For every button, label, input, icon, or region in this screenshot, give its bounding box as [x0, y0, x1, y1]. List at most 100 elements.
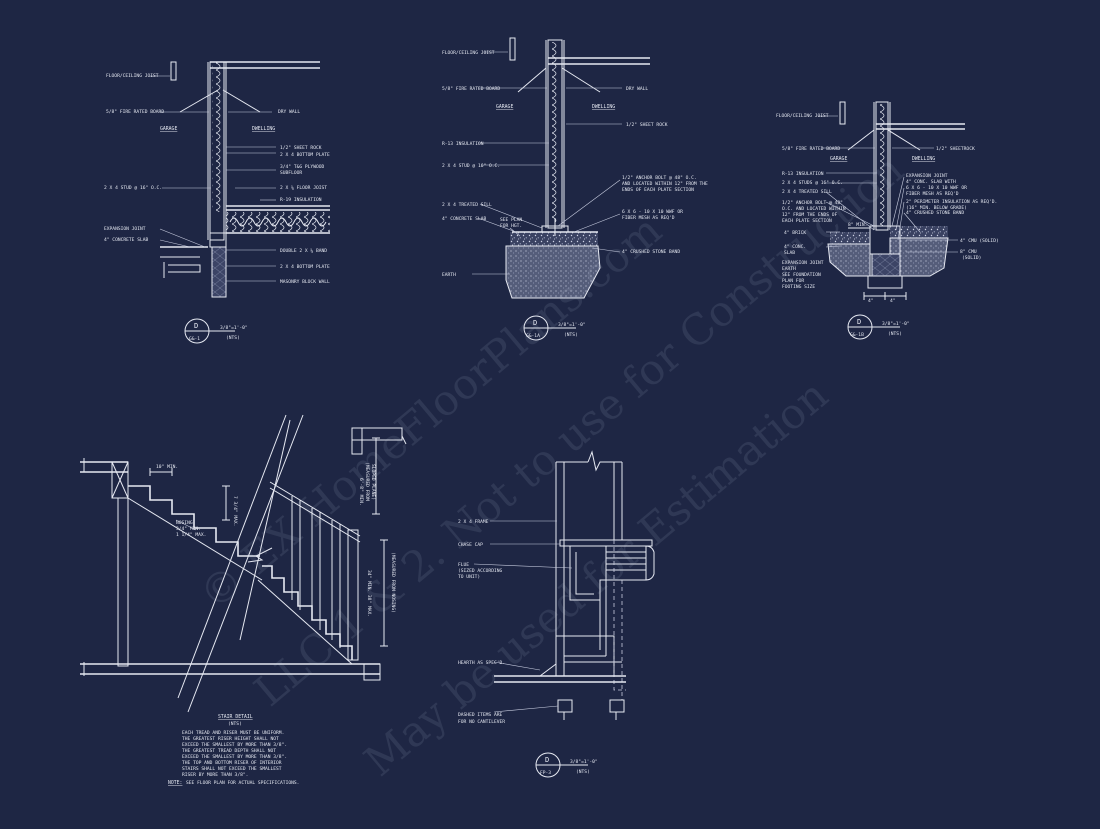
label-fire-board: 5/8" FIRE RATED BOARD	[782, 146, 840, 152]
svg-text:(NTS): (NTS)	[564, 332, 578, 338]
detail-tag-g1b: D G&-1B 3/8"=1'-0" (NTS)	[847, 314, 910, 340]
label-sheetrock: 1/2" SHEETROCK	[936, 146, 975, 152]
label-plywood: 3/4" T&G PLYWOOD	[280, 164, 324, 170]
joist-section	[170, 61, 177, 81]
detail-tag-g1a: D G&-1A 3/8"=1'-0" (NTS)	[523, 315, 586, 341]
label-headroom3: SLOPED PLANE)	[370, 464, 376, 500]
stair-note-1: EACH TREAD AND RISER MUST BE UNIFORM.	[182, 730, 284, 736]
label-expansion: EXPANSION JOINT	[104, 226, 146, 232]
stair-note-4: THE GREATEST TREAD DEPTH SHALL NOT	[182, 748, 276, 754]
stair-note-7: STAIRS SHALL NOT EXCEED THE SMALLEST	[182, 766, 282, 772]
label-anchor4: EACH PLATE SECTION	[782, 218, 832, 224]
label-slab: SLAB	[784, 250, 795, 256]
label-dwelling: DWELLING	[252, 126, 275, 132]
stair-note-5: EXCEED THE SMALLEST BY MORE THAN 3/8".	[182, 754, 287, 760]
stair-detail: 10" MIN. 7 3/4" MAX. NOSING 3/4" MIN. 1 …	[80, 414, 407, 786]
svg-text:3/8"=1'-0": 3/8"=1'-0"	[220, 325, 248, 331]
svg-text:3/8"=1'-0": 3/8"=1'-0"	[570, 759, 598, 765]
svg-text:G&-1A: G&-1A	[526, 333, 540, 339]
label-mesh2: FIBER MESH AS REQ'D	[622, 215, 675, 221]
svg-text:FP-3: FP-3	[540, 770, 551, 776]
stair-note-3: EXCEED THE SMALLEST BY MORE THAN 3/8".	[182, 742, 287, 748]
label-treated: 2 X 4 TREATED SILL	[782, 189, 832, 195]
label-cmu-solid: 4" CMU (SOLID)	[960, 238, 999, 244]
label-dry-wall: DRY WALL	[626, 86, 648, 92]
label-bottom-plate2: 2 X 4 BOTTOM PLATE	[280, 264, 330, 270]
label-masonry: MASONRY BLOCK WALL	[280, 279, 330, 285]
stair-note-label: NOTE:	[168, 780, 182, 786]
label-dim-4b: 4"	[890, 298, 896, 304]
label-flue-sized: (SIZED ACCORDING	[458, 568, 502, 574]
label-dashed2: FOR NO CANTILEVER	[458, 719, 505, 725]
label-headroom: 6'-8" MIN.	[358, 478, 364, 506]
label-stone: 4" CRUSHED STONE BAND	[622, 249, 680, 255]
label-anchor3: 12" FROM THE ENDS OF	[782, 212, 838, 218]
label-rail2: (MEASURED FROM NOSING)	[390, 552, 396, 613]
label-floor-joist: FLOOR/CEILING JOIST	[106, 73, 159, 79]
label-exp-joint: EXPANSION JOINT	[906, 173, 948, 179]
label-studs: 2 X 4 STUD @ 16" O.C.	[442, 163, 500, 169]
label-floor-joist: FLOOR/CEILING JOIST	[776, 113, 829, 119]
stair-nts: (NTS)	[228, 721, 242, 727]
label-earth: EARTH	[442, 272, 456, 278]
label-slab-with1: 4" CONC. SLAB WITH	[906, 179, 956, 185]
label-perim1: 2" PERIMETER INSULATION AS REQ'D.	[906, 199, 997, 205]
detail-g1b: FLOOR/CEILING JOIST 5/8" FIRE RATED BOAR…	[776, 101, 999, 340]
label-slab-with2: 6 X 6 - 10 X 10 WWF OR	[906, 185, 967, 191]
svg-text:D: D	[194, 322, 198, 330]
label-riser-max: 7 3/4" MAX.	[232, 496, 238, 526]
label-rail: 34" MIN. 38" MAX.	[366, 570, 372, 617]
label-cmu8: 8" CMU	[960, 249, 977, 255]
label-studs: 2 X 4 STUDS @ 16" O.C.	[782, 180, 843, 186]
label-slab-with3: FIBER MESH AS REQ'D	[906, 191, 959, 197]
label-nosing-max: 1 1/4" MAX.	[176, 532, 206, 538]
stair-note-2: THE GREATEST RISER HEIGHT SHALL NOT	[182, 736, 279, 742]
label-see-plan: SEE PLAN	[500, 217, 522, 223]
label-sheet-rock: 1/2" SHEET ROCK	[626, 122, 668, 128]
svg-text:D: D	[533, 319, 537, 327]
stair-title: STAIR DETAIL	[218, 714, 253, 720]
svg-text:G&-1: G&-1	[189, 336, 200, 342]
label-anchor1: 1/2" ANCHOR BOLT @ 48"	[782, 200, 843, 206]
label-garage: GARAGE	[830, 156, 847, 162]
label-hearth: HEARTH AS SPEC'D.	[458, 660, 505, 666]
label-dry-wall: DRY WALL	[278, 109, 300, 115]
label-slab: 4" CONCRETE SLAB	[104, 237, 148, 243]
label-subfloor: SUBFLOOR	[280, 170, 302, 176]
label-anchor2: O.C. AND LOCATED WITHIN	[782, 206, 846, 212]
label-flue-unit: TO UNIT)	[458, 574, 480, 580]
label-chase-cap: CHASE CAP	[458, 542, 483, 548]
detail-g1: FLOOR/CEILING JOIST 5/8" FIRE RATED BOAR…	[104, 61, 330, 344]
stair-note-6: THE TOP AND BOTTOM RISER OF INTERIOR	[182, 760, 282, 766]
label-found2: PLAN FOR	[782, 278, 804, 284]
label-brick: 4" BRICK	[784, 230, 806, 236]
label-nosing-min: 3/4" MIN.	[176, 526, 201, 532]
label-fire-board: 5/8" FIRE RATED BOARD	[442, 86, 500, 92]
svg-text:(NTS): (NTS)	[888, 331, 902, 337]
label-conc-slab: 4" CONC.	[784, 244, 806, 250]
label-dashed1: DASHED ITEMS ARE	[458, 712, 502, 718]
label-dwelling: DWELLING	[912, 156, 935, 162]
detail-g1a: FLOOR/CEILING JOIST 5/8" FIRE RATED BOAR…	[442, 37, 708, 341]
label-anchor2: AND LOCATED WITHIN 12" FROM THE	[622, 181, 708, 187]
svg-text:3/8"=1'-0": 3/8"=1'-0"	[558, 322, 586, 328]
label-flue: FLUE	[458, 562, 469, 568]
label-dim-4a: 4"	[868, 298, 874, 304]
label-perim2: (16" MIN. BELOW GRADE)	[906, 205, 967, 211]
label-earth: EARTH	[782, 266, 796, 272]
svg-text:(NTS): (NTS)	[576, 769, 590, 775]
svg-text:(NTS): (NTS)	[226, 335, 240, 341]
label-floor-joist: FLOOR/CEILING JOIST	[442, 50, 495, 56]
label-found3: FOOTING SIZE	[782, 284, 815, 290]
label-headroom2: (MEASURED FROM	[364, 462, 370, 501]
label-found1: SEE FOUNDATION	[782, 272, 821, 278]
label-garage: GARAGE	[496, 104, 513, 110]
label-sheet-rock: 1/2" SHEET ROCK	[280, 145, 322, 151]
label-garage: GARAGE	[160, 126, 177, 132]
svg-text:D: D	[545, 756, 549, 764]
label-dim-8: 8" MIN.	[848, 222, 867, 228]
label-mesh1: 6 X 6 - 10 X 10 WWF OR	[622, 209, 683, 215]
label-cmu-solid2: (SOLID)	[962, 255, 981, 261]
label-frame: 2 X 4 FRAME	[458, 519, 489, 525]
